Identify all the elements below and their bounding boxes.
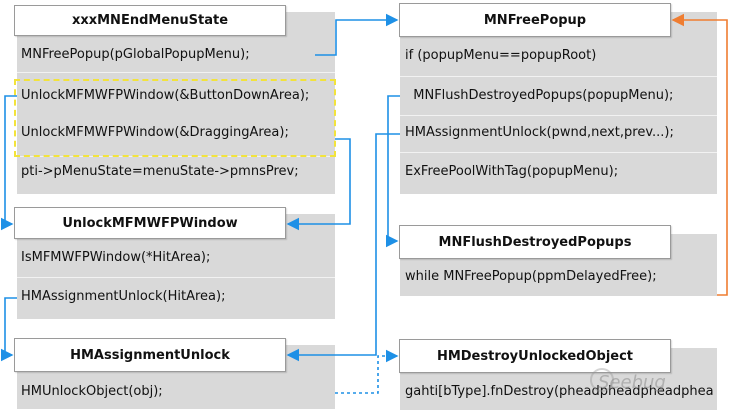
arrow-end-to-unlock-right [286, 138, 351, 231]
mn-free-popup-line: if (popupMenu==popupRoot) [405, 48, 597, 63]
end-menu-state-line: UnlockMFMWFPWindow(&ButtonDownArea); [21, 88, 310, 103]
highlight-unlock-calls [14, 79, 336, 157]
unlock-mfmwfp-title: UnlockMFMWFPWindow [14, 207, 286, 239]
hm-assignment-unlock-title: HMAssignmentUnlock [14, 338, 286, 372]
hm-assignment-unlock-line: HMUnlockObject(obj); [21, 384, 163, 399]
separator [17, 72, 335, 73]
arrow-end-to-free-popup [315, 13, 399, 56]
end-menu-state-line: pti->pMenuState=menuState->pmnsPrev; [21, 164, 299, 179]
mn-free-popup-line: HMAssignmentUnlock(pwnd,next,prev...); [405, 125, 674, 140]
hm-destroy-unlocked-line: gahti[bType].fnDestroy(pheadpheadpheadph… [405, 384, 713, 399]
end-menu-state-line: MNFreePopup(pGlobalPopupMenu); [21, 47, 250, 62]
arrow-end-to-unlock-left [0, 95, 17, 231]
mn-free-popup-line: MNFlushDestroyedPopups(popupMenu); [405, 88, 674, 103]
arrow-unlock-object-to-destroy [335, 349, 399, 394]
hm-destroy-unlocked-title: HMDestroyUnlockedObject [399, 339, 671, 373]
mn-free-popup-panel [400, 12, 717, 194]
arrow-free-to-hmassign [286, 133, 400, 362]
mn-flush-destroyed-title: MNFlushDestroyedPopups [399, 225, 671, 259]
separator [400, 152, 717, 153]
end-menu-state-panel [17, 12, 335, 194]
unlock-mfmwfp-line: HMAssignmentUnlock(HitArea); [21, 289, 226, 304]
unlock-mfmwfp-line: IsMFMWFPWindow(*HitArea); [21, 250, 211, 265]
watermark-logo [590, 368, 614, 392]
separator [400, 76, 717, 77]
mn-free-popup-line: ExFreePoolWithTag(popupMenu); [405, 164, 619, 179]
mn-flush-destroyed-line: while MNFreePopup(ppmDelayedFree); [405, 269, 657, 284]
separator [17, 277, 335, 278]
watermark: Seebug [598, 372, 666, 393]
arrow-unlock-to-hmassign [0, 297, 17, 362]
mn-free-popup-title: MNFreePopup [399, 3, 671, 37]
arrow-flush-back-to-free-popup [671, 13, 728, 296]
separator [400, 115, 717, 116]
arrow-free-to-flush [385, 95, 400, 248]
end-menu-state-title: xxxMNEndMenuState [14, 5, 286, 36]
end-menu-state-line: UnlockMFMWFPWindow(&DraggingArea); [21, 125, 289, 140]
